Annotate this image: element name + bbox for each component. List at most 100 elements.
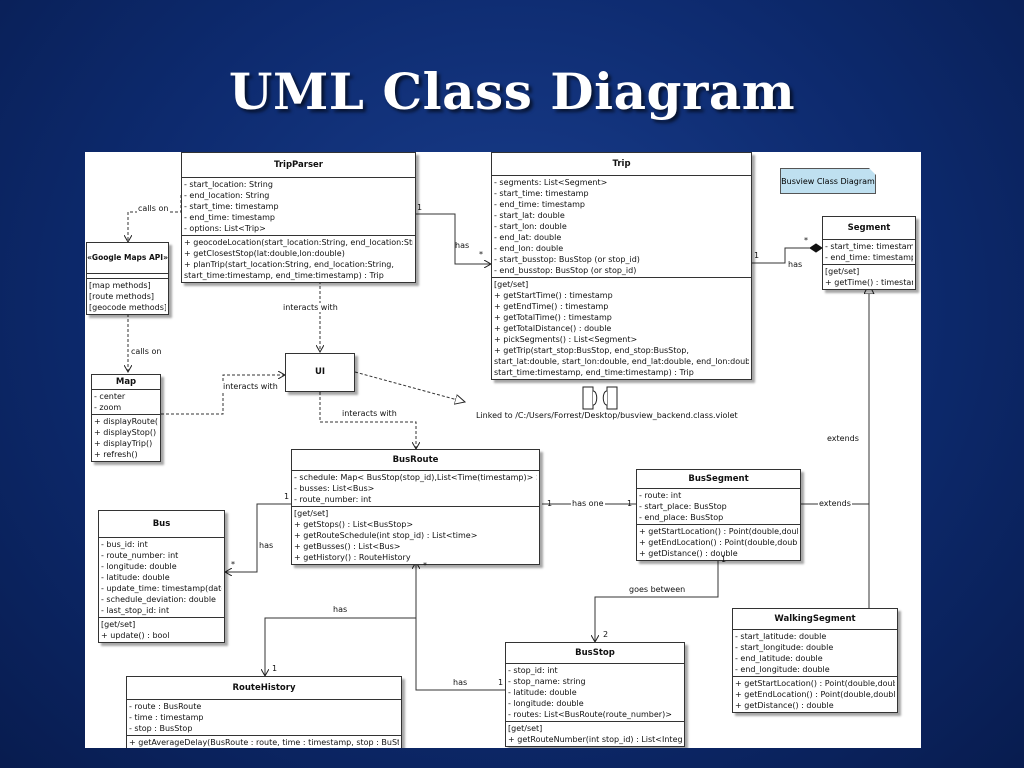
class-name: TripParser: [182, 153, 415, 178]
attributes-section: - segments: List<Segment> - start_time: …: [492, 176, 751, 278]
operations-section: + getStartLocation() : Point(double,doub…: [637, 525, 800, 560]
multiplicity-label: 1: [272, 664, 278, 673]
attributes-section: - route : BusRoute - time : timestamp - …: [127, 700, 401, 736]
label-has: has: [455, 241, 470, 250]
attributes-section: - center - zoom: [92, 390, 160, 415]
multiplicity-label: 1: [284, 492, 290, 501]
attribute: - end_time: timestamp: [494, 200, 585, 209]
attribute: - end_place: BusStop: [639, 513, 724, 522]
label-has: has: [788, 260, 803, 269]
multiplicity-label: *: [804, 236, 808, 245]
attribute: - latitude: double: [508, 688, 577, 697]
class-name: BusRoute: [292, 450, 539, 471]
attribute: - route_number: int: [294, 495, 372, 504]
class-routehistory[interactable]: RouteHistory - route : BusRoute - time :…: [126, 676, 402, 748]
operations-section: + getStartLocation() : Point(double,doub…: [733, 677, 897, 712]
operation: + getClosestStop(lat:double,lon:double): [184, 249, 345, 258]
attributes-section: - stop_id: int - stop_name: string - lat…: [506, 664, 684, 722]
class-bus[interactable]: Bus - bus_id: int - route_number: int - …: [98, 510, 225, 643]
link-bussegment-segment: [801, 284, 869, 505]
violet-link-icon: [582, 386, 618, 410]
operation: + getAverageDelay(BusRoute : route, time…: [129, 738, 399, 747]
operation: start_time:timestamp, end_time:timestamp…: [184, 271, 384, 280]
label-extends: extends: [818, 499, 852, 508]
multiplicity-label: *: [479, 250, 483, 259]
attribute: - end_latitude: double: [735, 654, 823, 663]
attribute: - start_lat: double: [494, 211, 565, 220]
operation: + getEndLocation() : Point(double,double…: [735, 690, 895, 699]
operation: + planTrip(start_location:String, end_lo…: [184, 260, 394, 269]
operation: [route methods]: [89, 292, 154, 301]
operation: [get/set]: [294, 509, 329, 518]
link-tripparser-trip: [416, 213, 491, 264]
operation: + getStops() : List<BusStop>: [294, 520, 414, 529]
operations-section: [get/set] + getStops() : List<BusStop> +…: [292, 507, 539, 564]
label-has: has: [332, 605, 349, 614]
class-busstop[interactable]: BusStop - stop_id: int - stop_name: stri…: [505, 642, 685, 747]
diagram-note: Busview Class Diagram: [780, 168, 876, 194]
operation: [get/set]: [825, 267, 860, 276]
attribute: - route_number: int: [101, 551, 179, 560]
operation: + getHistory() : RouteHistory: [294, 553, 411, 562]
attribute: - stop_id: int: [508, 666, 558, 675]
attribute: - end_time: timestamp: [184, 213, 275, 222]
attribute: - busses: List<Bus>: [294, 484, 375, 493]
attribute: - stop : BusStop: [129, 724, 193, 733]
label-has: has: [452, 678, 469, 687]
operations-section: [map methods] [route methods] [geocode m…: [87, 279, 168, 314]
class-name: WalkingSegment: [733, 609, 897, 630]
attribute: - options: List<Trip>: [184, 224, 266, 233]
attribute: - zoom: [94, 403, 122, 412]
operations-section: + geocodeLocation(start_location:String,…: [182, 236, 415, 282]
attributes-section: [87, 274, 168, 279]
operations-section: [get/set] + getStartTime() : timestamp +…: [492, 278, 751, 379]
operation: + displayStop(): [94, 428, 157, 437]
violet-link-text[interactable]: Linked to /C:/Users/Forrest/Desktop/busv…: [476, 411, 738, 420]
class-tripparser[interactable]: TripParser - start_location: String - en…: [181, 152, 416, 283]
attribute: - start_time: timestamp: [184, 202, 279, 211]
class-segment[interactable]: Segment - start_time: timestamp - end_ti…: [822, 216, 916, 290]
operations-section: [get/set] + getTime() : timestamp: [823, 265, 915, 289]
operation: + displayTrip(): [94, 439, 153, 448]
operation: + update() : bool: [101, 631, 170, 640]
slide-title: UML Class Diagram: [228, 62, 796, 121]
class-trip[interactable]: Trip - segments: List<Segment> - start_t…: [491, 152, 752, 380]
operation: + getEndTime() : timestamp: [494, 302, 609, 311]
class-ui[interactable]: UI: [285, 353, 355, 392]
class-name: BusStop: [506, 643, 684, 664]
class-bussegment[interactable]: BusSegment - route: int - start_place: B…: [636, 469, 801, 561]
attribute: - start_time: timestamp: [494, 189, 589, 198]
operation: + displayRoute(): [94, 417, 158, 426]
class-name: Map: [92, 375, 160, 390]
attribute: - start_busstop: BusStop (or stop_id): [494, 255, 640, 264]
class-name: UI: [314, 367, 326, 377]
operation: + getStartLocation() : Point(double,doub…: [735, 679, 895, 688]
class-name: BusSegment: [637, 470, 800, 489]
operation: [map methods]: [89, 281, 151, 290]
operation: + getEndLocation() : Point(double,double…: [639, 538, 798, 547]
link-map-ui: [161, 375, 285, 414]
label-interacts-with: interacts with: [282, 303, 339, 312]
operation: + getTotalDistance() : double: [494, 324, 612, 333]
multiplicity-label: 1: [498, 678, 504, 687]
operation: + getTotalTime() : timestamp: [494, 313, 612, 322]
attributes-section: - schedule: Map< BusStop(stop_id),List<T…: [292, 471, 539, 507]
attribute: - update_time: timestamp(date): [101, 584, 222, 593]
link-busroute-bus: [225, 503, 291, 572]
operation: + refresh(): [94, 450, 138, 459]
label-has: has: [258, 541, 275, 550]
class-walkingsegment[interactable]: WalkingSegment - start_latitude: double …: [732, 608, 898, 713]
class-name: Bus: [99, 511, 224, 538]
operation: + getDistance() : double: [639, 549, 738, 558]
operation: + pickSegments() : List<Segment>: [494, 335, 638, 344]
operation: + getRouteNumber(int stop_id) : List<Int…: [508, 735, 682, 744]
attribute: - bus_id: int: [101, 540, 148, 549]
operation: [geocode methods]: [89, 303, 166, 312]
label-interacts-with: interacts with: [341, 409, 398, 418]
class-googlemaps-api[interactable]: «Google Maps API» [map methods] [route m…: [86, 242, 169, 315]
class-busroute[interactable]: BusRoute - schedule: Map< BusStop(stop_i…: [291, 449, 540, 565]
operation: + getDistance() : double: [735, 701, 834, 710]
class-map[interactable]: Map - center - zoom + displayRoute() + d…: [91, 374, 161, 462]
label-goes-between: goes between: [628, 585, 687, 594]
link-ui-busroute: [320, 392, 416, 449]
